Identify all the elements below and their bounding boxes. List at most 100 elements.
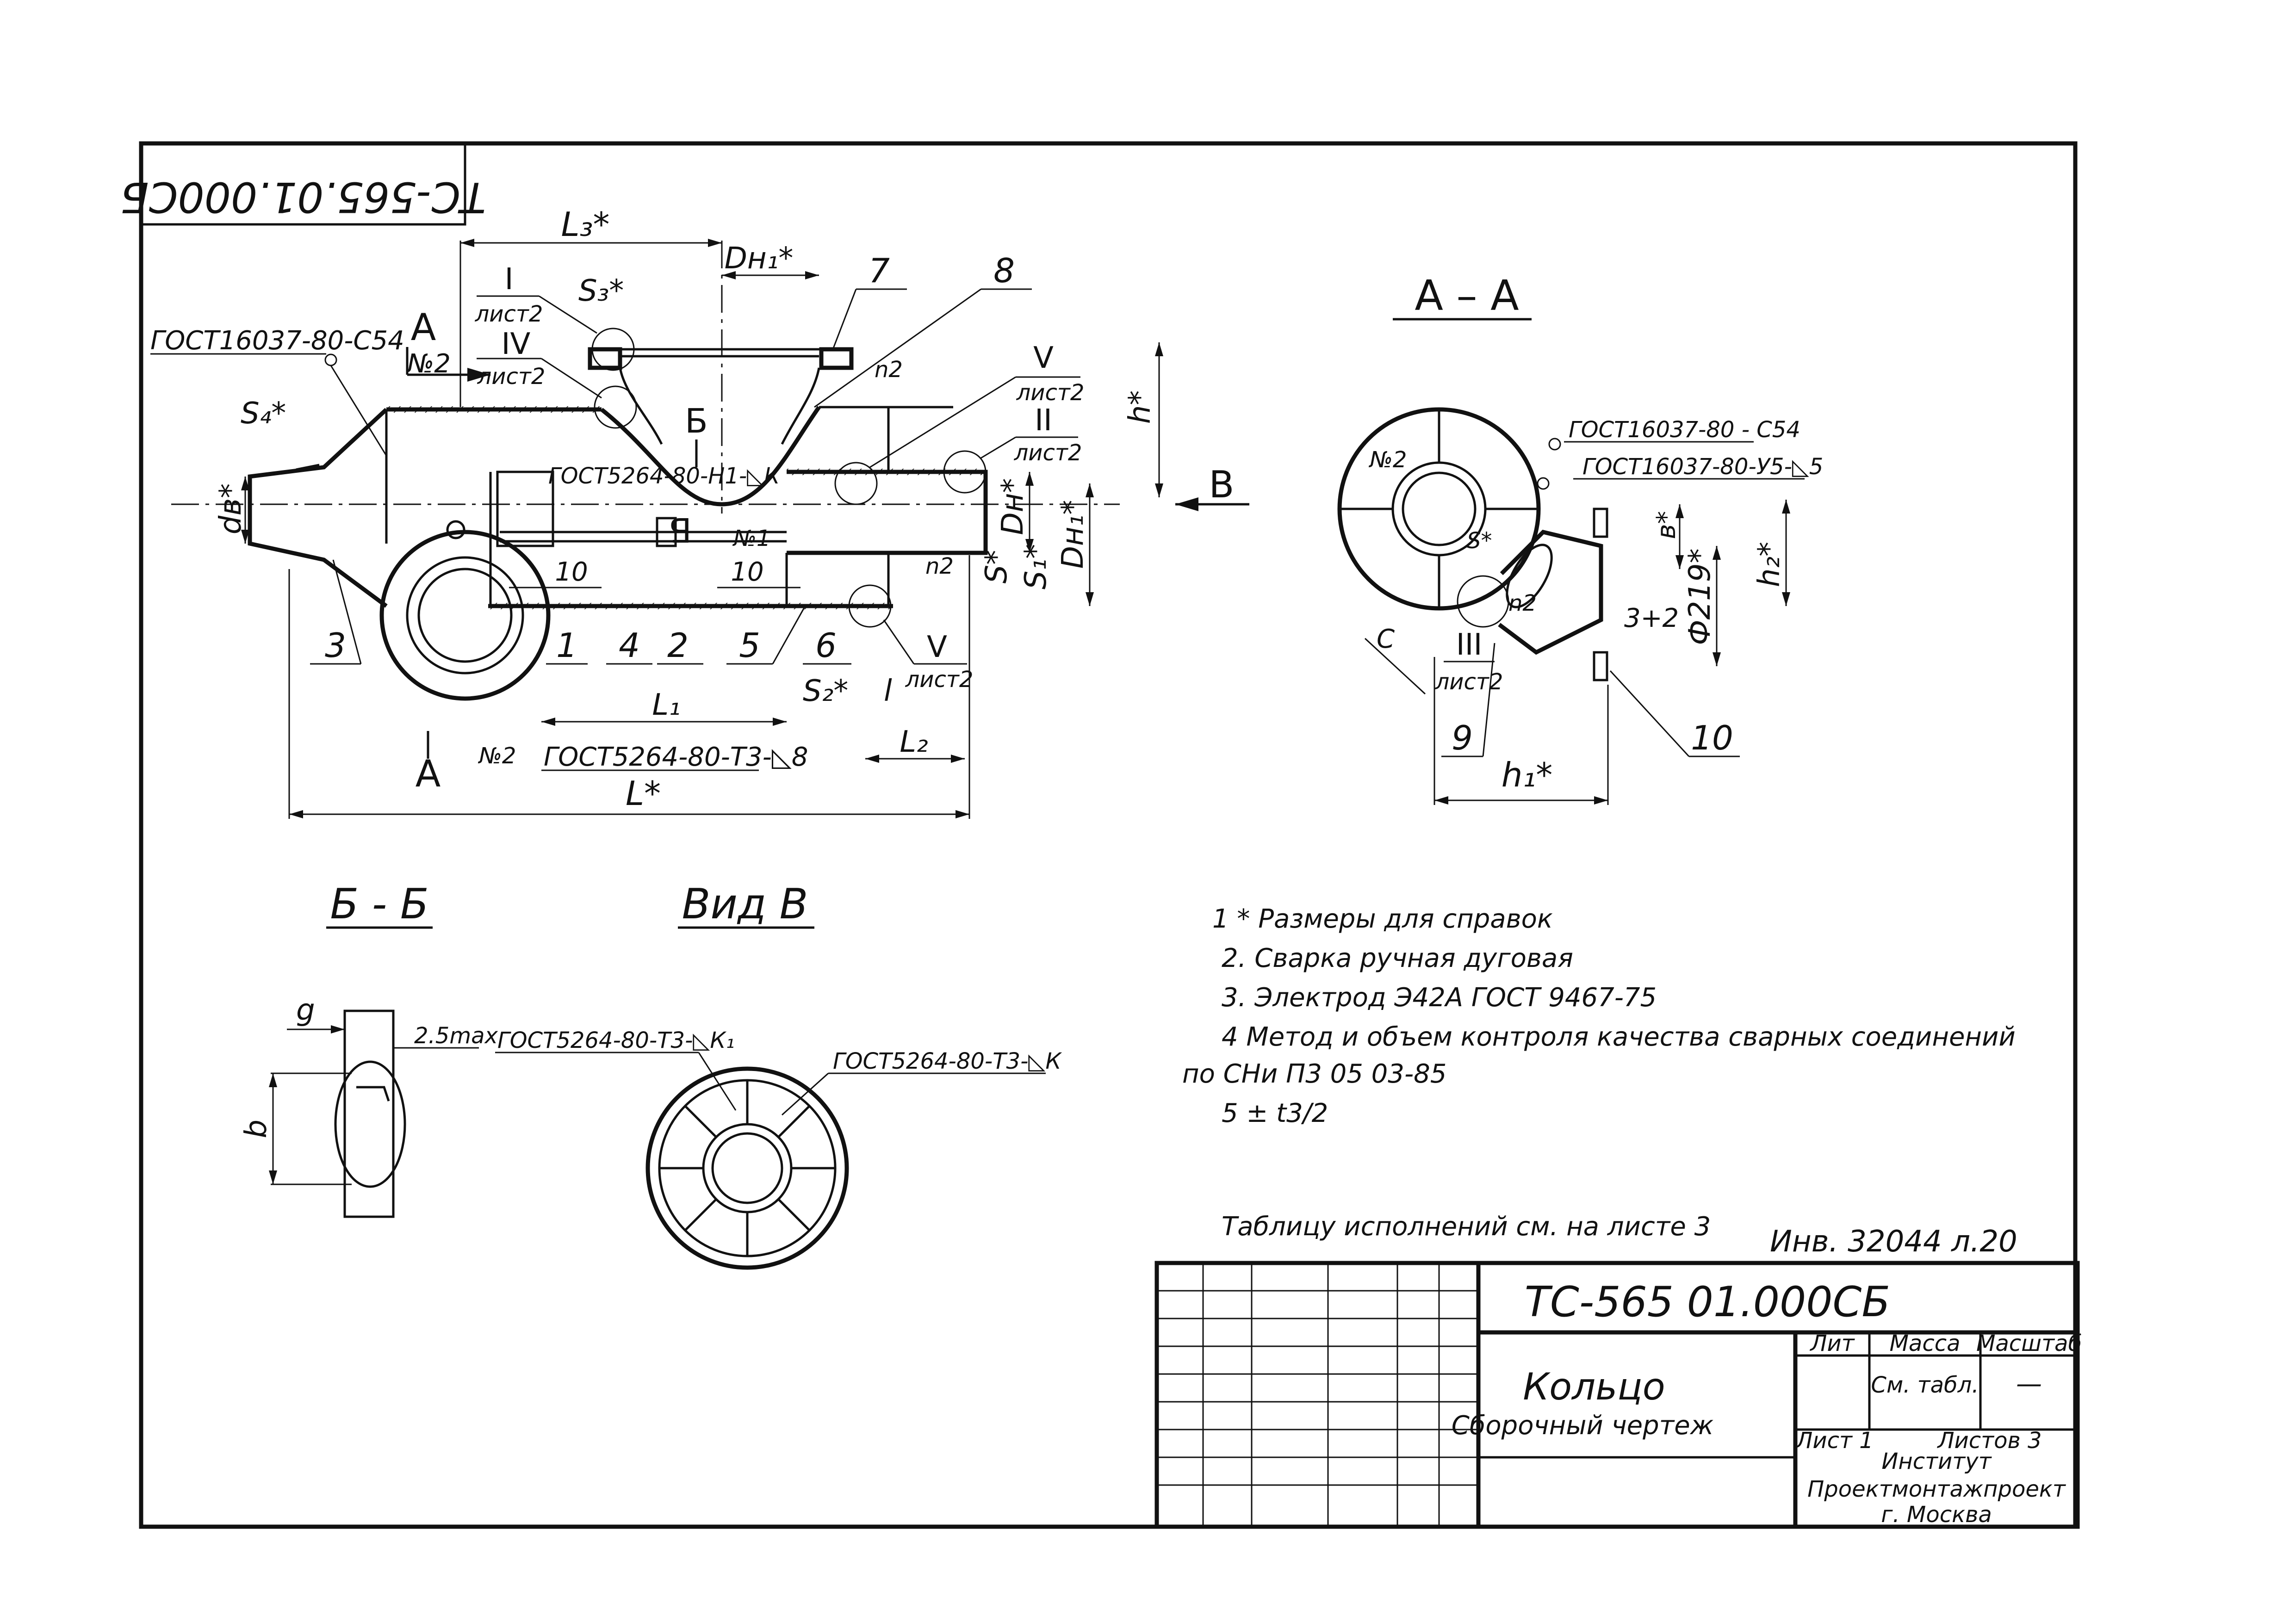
callout-IV: IV лист2 bbox=[477, 327, 602, 399]
view-b-arrow-label: В bbox=[1209, 463, 1235, 506]
dim-Dn: Dн* bbox=[996, 478, 1030, 535]
dim-L2: L₂ bbox=[900, 725, 928, 759]
aa-pos-10: 10 bbox=[1691, 718, 1733, 757]
callout-V-bottom: V лист2 bbox=[883, 619, 974, 693]
table-note: Таблицу исполнений см. на листе 3 bbox=[1222, 1212, 1711, 1242]
col-scale: Масштаб bbox=[1976, 1331, 2082, 1356]
svg-text:3: 3 bbox=[325, 626, 346, 665]
position-3: 3 bbox=[310, 559, 362, 665]
title-code: ТС-565 01.000СБ bbox=[1525, 1278, 1890, 1326]
rotated-stamp: ТС-565.01.000СБ bbox=[120, 142, 486, 226]
section-b-mark: Б bbox=[685, 402, 707, 440]
aa-roman: III bbox=[1456, 628, 1483, 662]
note-1: 1 * Размеры для справок bbox=[1212, 904, 1553, 934]
note-5: 5 ± t3/2 bbox=[1222, 1098, 1328, 1128]
dim-S: S* bbox=[980, 550, 1014, 584]
position-2: 2 bbox=[657, 626, 703, 665]
bb-tolerance: 2.5max bbox=[414, 1023, 498, 1049]
aa-h1: h₁* bbox=[1502, 755, 1553, 794]
dim-Dn1-vertical: Dн₁* bbox=[1056, 500, 1090, 569]
stamp-code: ТС-565.01.000СБ bbox=[120, 173, 486, 221]
dim-Dn1: Dн₁* bbox=[725, 241, 794, 276]
aa-gap: 3+2 bbox=[1624, 603, 1679, 633]
gost-mid-label: ГОСТ5264-80-Н1-◺К bbox=[548, 463, 781, 489]
svg-text:лист2: лист2 bbox=[1016, 380, 1085, 406]
svg-text:лист2: лист2 bbox=[905, 667, 974, 693]
dim-S2: S₂* bbox=[803, 674, 848, 708]
dim-10-a: 10 bbox=[555, 557, 588, 587]
aa-b-label: в* bbox=[1651, 511, 1682, 539]
svg-text:IV: IV bbox=[502, 327, 531, 361]
col-mass: Масса bbox=[1889, 1331, 1960, 1356]
aa-h2: h₂* bbox=[1752, 542, 1787, 587]
position-8: 8 bbox=[814, 251, 1032, 408]
position-1: 1 bbox=[546, 626, 588, 665]
aa-gost-a: ГОСТ16037-80 - С54 bbox=[1569, 417, 1800, 443]
view-b-title: Вид В bbox=[682, 880, 808, 929]
gost-left-label: ГОСТ16037-80-С54 bbox=[150, 326, 404, 356]
title-name: Кольцо bbox=[1523, 1365, 1665, 1408]
col-lit: Лит bbox=[1809, 1331, 1855, 1356]
svg-text:лист2: лист2 bbox=[475, 301, 543, 327]
svg-text:1: 1 bbox=[556, 626, 577, 665]
note-4: 4 Метод и объем контроля качества сварны… bbox=[1222, 1022, 2016, 1052]
aa-phi: Ф219* bbox=[1683, 548, 1717, 645]
dim-h: h* bbox=[1123, 390, 1157, 424]
view-b-gost-right: ГОСТ5264-80-Т3-◺К bbox=[833, 1048, 1062, 1074]
position-7: 7 bbox=[832, 251, 907, 350]
svg-text:8: 8 bbox=[993, 251, 1015, 290]
weld-num2-a: №2 bbox=[406, 349, 451, 379]
aa-n2: n2 bbox=[1508, 590, 1537, 616]
dim-l: l bbox=[884, 674, 892, 708]
svg-text:лист2: лист2 bbox=[477, 364, 546, 390]
dim-10-b: 10 bbox=[731, 557, 763, 587]
dim-L1: L₁ bbox=[652, 688, 680, 722]
org-line-2: Проектмонтажпроект bbox=[1807, 1476, 2066, 1502]
section-bb-title: Б - Б bbox=[330, 880, 428, 929]
bb-b: b bbox=[239, 1120, 273, 1139]
callout-II: II лист2 bbox=[980, 403, 1082, 466]
view-b-gost-left: ГОСТ5264-80-Т3-◺К₁ bbox=[497, 1028, 735, 1053]
dim-S3: S₃* bbox=[578, 274, 624, 308]
aa-c-label: С bbox=[1377, 624, 1395, 654]
svg-text:5: 5 bbox=[739, 626, 760, 665]
title-block: ТС-565 01.000СБ Кольцо Сборочный чертеж … bbox=[1154, 1261, 2082, 1529]
callout-I: I лист2 bbox=[475, 262, 597, 334]
section-b-mark-2: Б bbox=[669, 510, 691, 549]
mass-value: См. табл. bbox=[1871, 1372, 1979, 1398]
note-4-cont: по СНи П3 05 03-85 bbox=[1182, 1059, 1446, 1089]
weld-num2-c: n2 bbox=[875, 357, 903, 383]
sheet-label: Лист 1 bbox=[1795, 1428, 1873, 1454]
gost-bottom-label: ГОСТ5264-80-Т3-◺8 bbox=[544, 742, 808, 772]
notes: 1 * Размеры для справок 2. Сварка ручная… bbox=[1182, 904, 2017, 1259]
aa-gost-b: ГОСТ16037-80-У5-◺5 bbox=[1582, 454, 1823, 480]
scale-value: — bbox=[2016, 1369, 2042, 1399]
view-b: Вид В ГОСТ5264-80-Т3-◺К₁ ГОСТ5264-80-Т3-… bbox=[495, 880, 1062, 1270]
section-aa: А – А ГОСТ16037-80 - С54 ГОСТ16037-80-У5… bbox=[1337, 272, 1823, 805]
org-line-1: Институт bbox=[1881, 1449, 1992, 1474]
dim-S1: S₁* bbox=[1019, 544, 1053, 589]
weld-num2-d: n2 bbox=[925, 553, 954, 579]
section-bb: Б - Б g b 2.5max bbox=[239, 880, 498, 1218]
svg-text:6: 6 bbox=[815, 626, 837, 665]
dim-S4: S₄* bbox=[241, 396, 286, 431]
dim-L3: L₃* bbox=[561, 205, 610, 244]
sheets-total: Листов 3 bbox=[1936, 1428, 2042, 1454]
section-mark-top: А bbox=[411, 306, 436, 349]
aa-sheet: лист2 bbox=[1435, 669, 1503, 695]
section-aa-title: А – А bbox=[1415, 272, 1519, 320]
svg-text:V: V bbox=[1033, 341, 1054, 375]
dim-db: dв* bbox=[214, 483, 248, 534]
svg-text:лист2: лист2 bbox=[1014, 440, 1082, 466]
position-5: 5 bbox=[726, 606, 806, 665]
svg-text:II: II bbox=[1035, 403, 1052, 438]
position-6: 6 bbox=[803, 626, 851, 665]
title-subtitle: Сборочный чертеж bbox=[1452, 1411, 1713, 1441]
svg-text:4: 4 bbox=[619, 626, 640, 665]
section-mark-bottom: А bbox=[416, 752, 441, 795]
dim-L: L* bbox=[626, 774, 661, 813]
svg-text:I: I bbox=[505, 262, 514, 297]
sheet-frame bbox=[139, 141, 2078, 1529]
note-2: 2. Сварка ручная дуговая bbox=[1222, 943, 1573, 973]
